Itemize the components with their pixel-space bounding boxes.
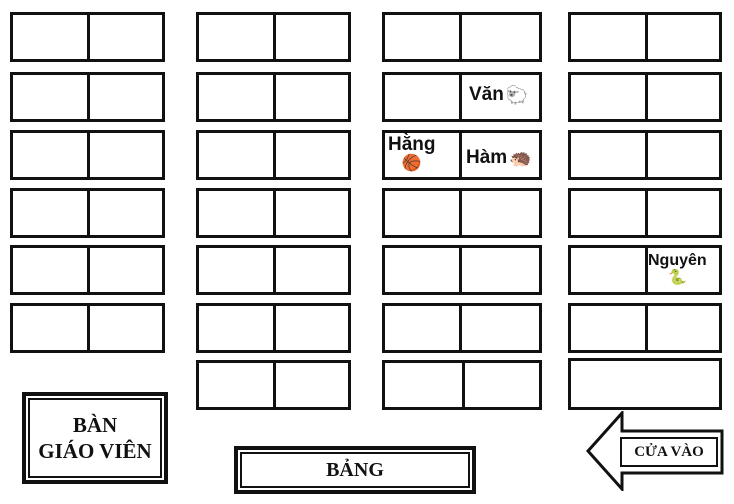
seat-divider [273,133,276,177]
seat-divider [87,248,90,292]
desk-c3-r7 [382,360,542,410]
seat-divider [462,363,465,407]
desk-c4-r7 [568,358,722,410]
student-van: Văn 🐑 [469,84,528,106]
board: BẢNG [234,446,476,494]
board-label: BẢNG [326,458,384,481]
seat-divider [273,15,276,59]
student-hang: Hằng 🏀 [388,134,436,172]
desk-c1-r2 [10,72,165,122]
student-nguyen: Nguyên 🐍 [648,252,707,285]
snake-icon: 🐍 [667,269,687,286]
desk-c2-r2 [196,72,351,122]
desk-c2-r6 [196,303,351,353]
seat-divider [645,191,648,235]
desk-c2-r1 [196,12,351,62]
seat-divider [273,306,276,350]
desk-c1-r1 [10,12,165,62]
teacher-desk: BÀN GIÁO VIÊN [22,392,168,484]
seat-divider [87,306,90,350]
student-name: Văn [469,84,504,105]
entrance-arrow: CỬA VÀO [586,411,726,491]
student-name: Nguyên [648,252,707,269]
desk-c4-r5 [568,245,722,295]
seat-divider [645,306,648,350]
desk-c3-r1 [382,12,542,62]
seat-divider [645,248,648,292]
student-ham: Hàm 🦔 [466,147,532,169]
seat-divider [87,75,90,119]
desk-c4-r4 [568,188,722,238]
desk-c4-r2 [568,72,722,122]
desk-c3-r6 [382,303,542,353]
seat-divider [273,363,276,407]
desk-c4-r3 [568,130,722,180]
teacher-desk-line2: GIÁO VIÊN [38,439,152,463]
seat-divider [645,75,648,119]
seat-divider [645,133,648,177]
seat-divider [273,191,276,235]
seat-divider [459,15,462,59]
student-name: Hằng [388,134,436,155]
seat-divider [459,191,462,235]
seat-divider [87,191,90,235]
seat-divider [459,75,462,119]
hedgehog-icon: 🦔 [509,148,532,168]
seat-divider [459,248,462,292]
teacher-desk-line1: BÀN [72,413,118,437]
seat-divider [273,75,276,119]
basketball-icon: 🏀 [401,155,422,172]
sheep-icon: 🐑 [505,85,529,105]
desk-c2-r5 [196,245,351,295]
teacher-desk-label: BÀN GIÁO VIÊN [38,412,151,464]
student-name: Hàm [466,147,508,168]
desk-c2-r3 [196,130,351,180]
desk-c3-r5 [382,245,542,295]
desk-c3-r3 [382,130,542,180]
seat-divider [87,15,90,59]
seat-divider [645,15,648,59]
desk-c3-r2 [382,72,542,122]
entrance-label-box: CỬA VÀO [620,437,718,467]
desk-c2-r7 [196,360,351,410]
desk-c1-r4 [10,188,165,238]
seat-divider [459,133,462,177]
desk-c4-r6 [568,303,722,353]
desk-c4-r1 [568,12,722,62]
desk-c1-r5 [10,245,165,295]
seat-divider [459,306,462,350]
desk-c3-r4 [382,188,542,238]
desk-c1-r6 [10,303,165,353]
seat-divider [273,248,276,292]
entrance-label: CỬA VÀO [634,443,704,460]
desk-c1-r3 [10,130,165,180]
seat-divider [87,133,90,177]
desk-c2-r4 [196,188,351,238]
